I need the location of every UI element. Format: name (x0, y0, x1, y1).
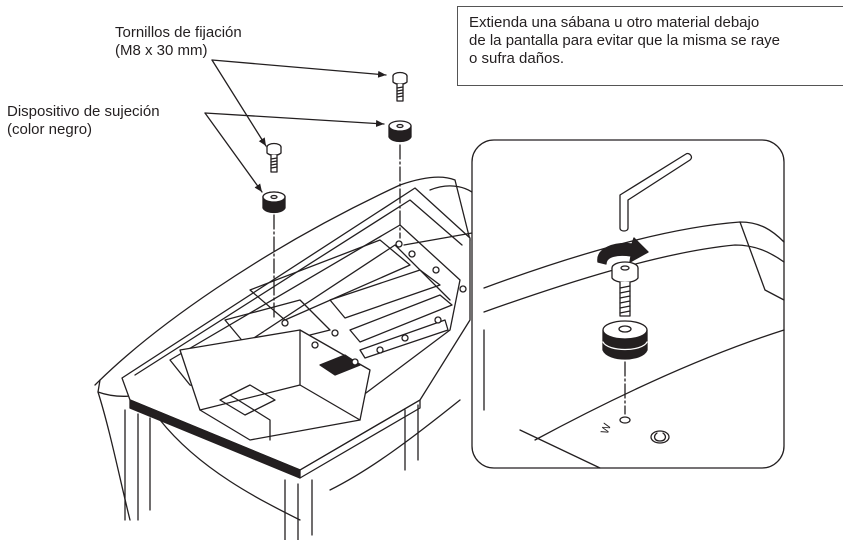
hex-key-icon (619, 152, 693, 232)
right-holder (388, 120, 412, 143)
caution-note-line2: de la pantalla para evitar que la misma … (469, 32, 781, 49)
detail-inset (471, 139, 785, 469)
right-screw (392, 71, 408, 102)
caution-note: Extienda una sábana u otro material deba… (457, 6, 843, 86)
rotation-arrow-icon (597, 237, 649, 265)
caution-note-line1: Extienda una sábana u otro material deba… (469, 14, 760, 31)
holder-label-line1: Dispositivo de sujeción (7, 103, 160, 120)
caution-note-line3: o sufra daños. (469, 50, 565, 67)
left-screw (266, 142, 282, 173)
left-holder (262, 191, 286, 214)
detail-marking-label: W (599, 421, 614, 435)
screws-label-line2: (M8 x 30 mm) (115, 42, 208, 59)
detail-callout-line (403, 232, 473, 246)
leader-lines (204, 59, 387, 193)
holder-label: Dispositivo de sujeción (color negro) (7, 103, 160, 139)
holder-label-line2: (color negro) (7, 121, 93, 138)
screws-label: Tornillos de fijación (M8 x 30 mm) (115, 24, 242, 60)
display-panel (94, 176, 481, 540)
screws-label-line1: Tornillos de fijación (115, 24, 242, 41)
